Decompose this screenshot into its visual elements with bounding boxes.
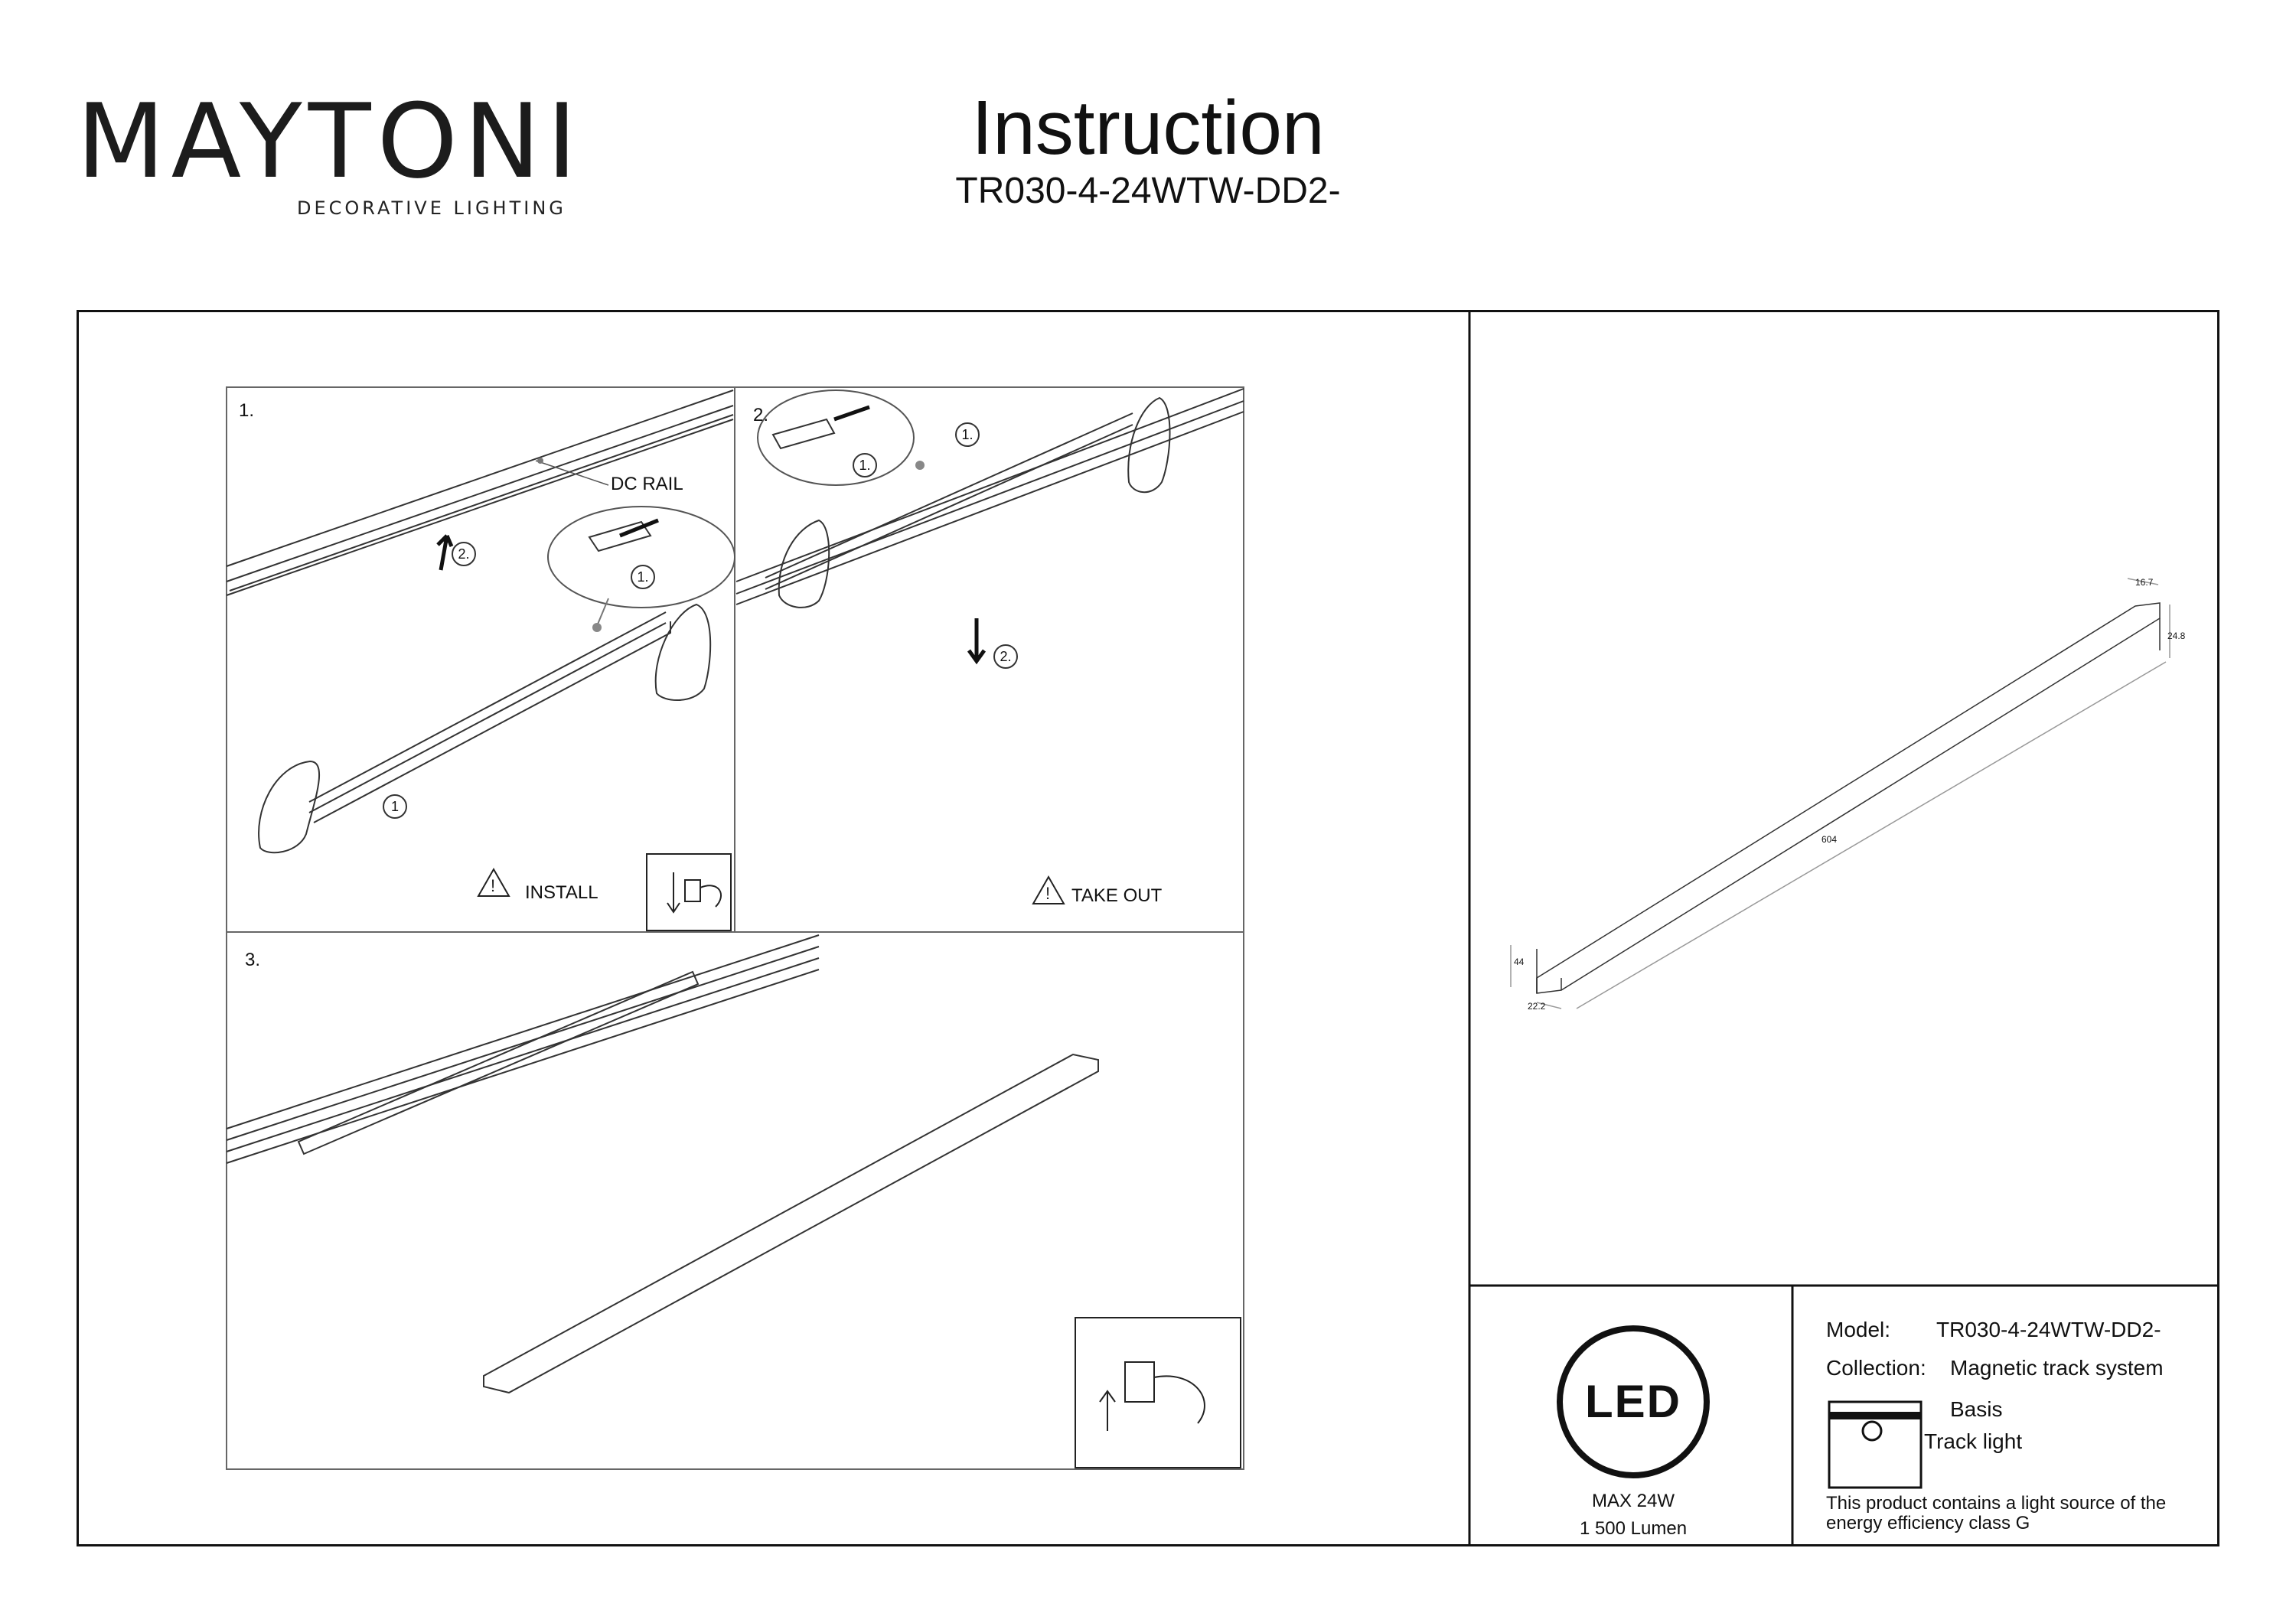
step3-rail	[226, 934, 820, 1164]
product-type: Track light	[1924, 1429, 2023, 1453]
step1-detail-arrow	[619, 518, 659, 538]
step1-illustration: !	[226, 389, 735, 931]
step2-light-bar	[765, 412, 1133, 590]
led-icon	[1557, 1325, 1710, 1478]
svg-text:!: !	[1045, 884, 1050, 903]
dimension-drawing	[1510, 578, 2170, 1009]
step2-detail-connector	[771, 418, 836, 450]
dimension-height: 24.8	[2167, 631, 2186, 641]
step1-callout-1: 1.	[631, 565, 655, 589]
power-switch-icon-box	[646, 853, 732, 931]
warning-icon-2	[1032, 875, 1065, 904]
step2-callout-1b: 1.	[853, 453, 877, 477]
led-badge-label: LED	[1585, 1376, 1681, 1427]
step1-callout-2: 2.	[452, 542, 476, 566]
step1-hand-right	[654, 603, 712, 702]
step1-detail-callout	[547, 506, 735, 608]
step1-detail-connector	[588, 520, 652, 552]
collection-value: Magnetic track system	[1950, 1356, 2164, 1380]
svg-text:!: !	[491, 876, 495, 895]
dimension-end-height: 44	[1514, 957, 1525, 967]
dimension-width: 22.2	[1528, 1001, 1546, 1012]
step3-light-bar	[483, 1053, 1099, 1394]
luminous-flux: 1 500 Lumen	[1579, 1518, 1688, 1539]
model-label: Model:	[1826, 1318, 1891, 1341]
brand-tagline: DECORATIVE LIGHTING	[297, 197, 566, 219]
dimension-length: 604	[1821, 834, 1838, 845]
power-rating: MAX 24W	[1592, 1491, 1675, 1511]
dc-rail-label: DC RAIL	[611, 474, 683, 494]
step2-callout-2: 2.	[993, 644, 1018, 669]
step2-detail-arrow	[833, 405, 870, 422]
step2-hand-left	[778, 519, 830, 608]
drawing-light-bar	[1536, 602, 2161, 994]
series-name: Basis	[1950, 1397, 2003, 1421]
dc-rail-leader	[535, 460, 609, 486]
step3-rail-slot	[297, 970, 700, 1155]
brand-name: MAYTONI	[77, 82, 583, 201]
energy-note-line1: This product contains a light source of …	[1826, 1493, 2167, 1514]
step1-light-bar	[308, 611, 671, 823]
step1-arrow-up	[436, 534, 454, 571]
page-model-number: TR030-4-24WTW-DD2-	[955, 171, 1341, 211]
step1-warning-label: INSTALL	[525, 882, 598, 903]
step1-rail	[226, 389, 734, 596]
step3-number: 3.	[245, 950, 261, 970]
power-switch-icon-box-2	[1075, 1317, 1241, 1468]
step2-hand-right	[1127, 396, 1171, 494]
step3-illustration	[226, 934, 1241, 1468]
step1-callout-bar: 1	[383, 794, 407, 819]
step2-illustration: !	[735, 388, 1244, 904]
step2-number: 2.	[753, 405, 769, 425]
step1-hand-left	[258, 760, 321, 854]
step2-detail-callout	[757, 389, 915, 486]
step1-number: 1.	[239, 400, 255, 421]
track-light-icon	[1828, 1400, 1923, 1489]
energy-note-line2: energy efficiency class G	[1826, 1513, 2030, 1533]
step2-arrow-down	[967, 618, 987, 665]
dimension-depth: 16.7	[2135, 577, 2154, 588]
warning-icon	[477, 867, 510, 897]
page-title: Instruction	[971, 85, 1325, 171]
brand-logo: MAYTONI DECORATIVE LIGHTING	[77, 90, 577, 222]
model-value: TR030-4-24WTW-DD2-	[1936, 1318, 2161, 1341]
step2-warning-label: TAKE OUT	[1071, 885, 1163, 906]
step2-rail	[735, 388, 1244, 605]
collection-label: Collection:	[1826, 1356, 1926, 1380]
step2-callout-1a: 1.	[955, 422, 980, 447]
instruction-frame	[77, 310, 2219, 1546]
